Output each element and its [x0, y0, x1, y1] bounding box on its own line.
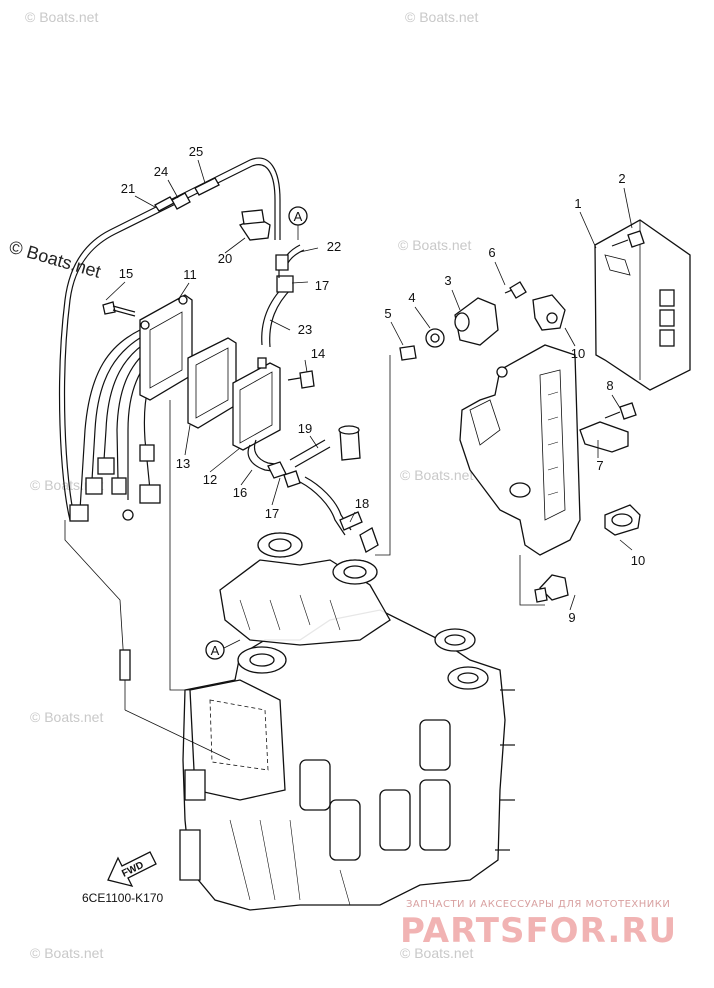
callout-23: 23: [298, 322, 312, 337]
callout-17-lower: 17: [265, 506, 279, 521]
watermark: © Boats.net: [30, 477, 103, 493]
hose-19: [289, 439, 331, 468]
watermark: © Boats.net: [30, 945, 103, 961]
leader-lines: [105, 159, 633, 691]
callout-6: 6: [488, 245, 495, 260]
mounting-bracket: [459, 344, 581, 556]
callout-numbers: 1 2 3 4 5 6 7 8 9 10 10 11 12 13 14 15 1…: [119, 144, 645, 625]
watermark-layer: © Boats.net © Boats.net © Boats.net © Bo…: [7, 9, 479, 961]
clip-20: [239, 209, 271, 241]
bolt-8: [604, 402, 637, 420]
sensor-3: [454, 297, 499, 346]
diagram-reference: 6CE1100-K170: [82, 891, 163, 905]
fitting-19: [338, 425, 361, 461]
callout-8: 8: [606, 378, 613, 393]
callout-18: 18: [355, 496, 369, 511]
engine-block: [179, 532, 515, 911]
callout-24: 24: [154, 164, 168, 179]
ad-tagline: ЗАПЧАСТИ И АКСЕССУАРЫ ДЛЯ МОТОТЕХНИКИ: [406, 899, 670, 910]
clamp-10-lower: [604, 504, 641, 536]
callout-10-lower: 10: [631, 553, 645, 568]
watermark: © Boats.net: [25, 9, 98, 25]
fwd-label: FWD: [120, 860, 145, 880]
bolt-15: [102, 301, 136, 317]
callout-12: 12: [203, 472, 217, 487]
callout-13: 13: [176, 456, 190, 471]
callout-2: 2: [618, 171, 625, 186]
callout-4: 4: [408, 290, 415, 305]
hose-16: [247, 439, 283, 473]
callout-22: 22: [327, 239, 341, 254]
callout-14: 14: [311, 346, 325, 361]
svg-text:A: A: [294, 209, 303, 224]
bracket-7: [579, 421, 629, 453]
callout-25: 25: [189, 144, 203, 159]
callout-9: 9: [568, 610, 575, 625]
ad-logo: PARTSFOR.RU: [400, 911, 677, 951]
callout-19: 19: [298, 421, 312, 436]
reference-mark-a-top: A: [288, 206, 308, 226]
callout-16: 16: [233, 485, 247, 500]
joint-17-lower: [267, 461, 301, 488]
bolt-14: [287, 370, 315, 389]
gasket-13: [187, 337, 237, 429]
callout-11: 11: [183, 267, 197, 282]
callout-3: 3: [444, 273, 451, 288]
bolt-2: [611, 230, 645, 248]
callout-7: 7: [596, 458, 603, 473]
cover-12: [232, 357, 281, 451]
bolt-6: [504, 281, 527, 299]
hose-23: [261, 284, 293, 348]
watermark: © Boats.net: [400, 467, 473, 483]
clamp-9: [534, 574, 569, 603]
hose-18: [299, 476, 379, 553]
joint-17-upper: [276, 270, 294, 293]
grommet-4: [425, 328, 445, 348]
ignition-coil-11: [139, 294, 193, 401]
cdi-unit-1: [594, 219, 691, 391]
callout-15: 15: [119, 266, 133, 281]
partsfor-ad: ЗАПЧАСТИ И АКСЕССУАРЫ ДЛЯ МОТОТЕХНИКИ PA…: [400, 899, 677, 951]
callout-17-upper: 17: [315, 278, 329, 293]
callout-21: 21: [121, 181, 135, 196]
watermark: © Boats.net: [398, 237, 471, 253]
callout-20: 20: [218, 251, 232, 266]
watermark: © Boats.net: [400, 945, 473, 961]
fwd-arrow-icon: FWD: [107, 851, 157, 887]
watermark: © Boats.net: [405, 9, 478, 25]
watermark-large: © Boats.net: [7, 237, 103, 282]
callout-10-upper: 10: [571, 346, 585, 361]
watermark: © Boats.net: [30, 709, 103, 725]
collar-5: [399, 345, 417, 361]
hose-22: [275, 244, 305, 271]
svg-text:A: A: [211, 643, 220, 658]
reference-mark-a-engine: A: [205, 639, 241, 660]
hoses-top: [154, 177, 220, 212]
callout-1: 1: [574, 196, 581, 211]
callout-5: 5: [384, 306, 391, 321]
clamp-10-upper: [532, 294, 566, 331]
